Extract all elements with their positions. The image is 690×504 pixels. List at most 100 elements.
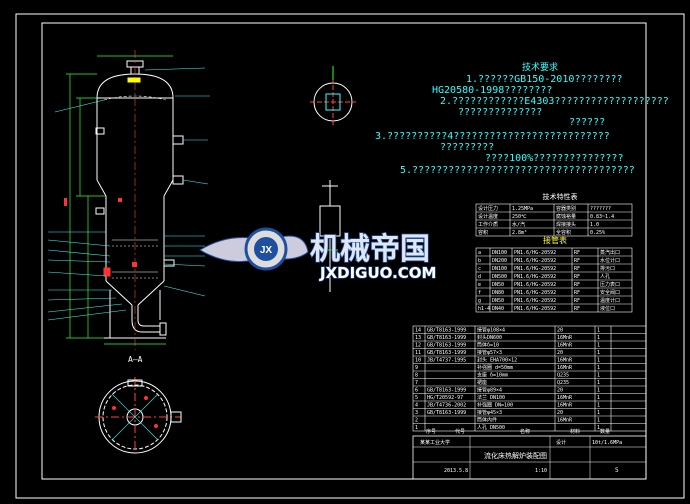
vessel-internals bbox=[103, 50, 167, 350]
parts-list-cell: 接管φ108×4 bbox=[477, 327, 505, 334]
parts-header-material: 材料 bbox=[570, 428, 580, 435]
nozzle-table-cell: b bbox=[478, 258, 481, 264]
notes-title: 技术要求 bbox=[522, 61, 558, 73]
parts-list-cell: 20 bbox=[557, 410, 563, 416]
nozzle-table-cell: 安全阀口 bbox=[600, 289, 620, 296]
nozzle-table-cell: e bbox=[478, 282, 481, 288]
parts-list-cell: 16MnR bbox=[557, 395, 573, 401]
parts-list-cell: 20 bbox=[557, 388, 563, 394]
nozzle-table-cell: RF bbox=[574, 266, 580, 272]
nozzle-table-cell: PN1.6/HG-20592 bbox=[514, 290, 556, 296]
notes-line: 5.????????????????????????????????????? bbox=[400, 165, 635, 176]
parts-list-cell: GB/T8163-1999 bbox=[427, 350, 466, 356]
parts-header-qty: 数量 bbox=[600, 428, 610, 435]
notes-line: HG20580-1998???????? bbox=[432, 85, 552, 96]
weld-markers bbox=[64, 198, 137, 267]
parts-list-cell: 16MnR bbox=[557, 365, 573, 371]
tech-table-cell: 0.83~1.4 bbox=[590, 214, 614, 220]
parts-list-cell: 16MnR bbox=[557, 343, 573, 349]
nozzle-table-cell: c bbox=[478, 266, 481, 272]
nozzle-table-title: 接管表 bbox=[543, 235, 567, 245]
parts-list-cell: 14 bbox=[415, 328, 421, 334]
tech-table-cell: 0.25% bbox=[590, 230, 605, 236]
title-block-drawing-title: 流化床热解炉装配图 bbox=[484, 451, 547, 460]
parts-list-cell: 1 bbox=[597, 418, 600, 424]
nozzle-table-cell: RF bbox=[574, 290, 580, 296]
inner-frame bbox=[41, 22, 647, 480]
parts-list-cell: 人孔 DN500 bbox=[477, 424, 505, 431]
dimension-lines-left bbox=[66, 55, 173, 345]
parts-list-cell: 筒体内件 bbox=[477, 417, 497, 424]
parts-list-cell: 接管φ57×3 bbox=[477, 349, 502, 356]
title-block-school: 某某工业大学 bbox=[420, 439, 450, 446]
notes-line: ????100%??????????????? bbox=[485, 153, 623, 164]
nozzle-table-cell: f bbox=[478, 290, 481, 296]
title-block-drawing-no: 设计 bbox=[556, 439, 566, 446]
parts-list-cell: Q235 bbox=[557, 380, 569, 386]
parts-list-cell: GB/T8163-1999 bbox=[427, 388, 466, 394]
nozzle-table-cell: DN40 bbox=[492, 306, 504, 312]
parts-list-cell: 8 bbox=[415, 373, 418, 379]
nozzle-table-cell: DN50 bbox=[492, 282, 504, 288]
nozzle-table-cell: 蒸汽出口 bbox=[600, 249, 620, 256]
tech-table-cell: 250℃ bbox=[512, 214, 527, 220]
nozzle-table-cell: PN1.6/HG-20592 bbox=[514, 298, 556, 304]
title-block-date: 2013.5.8 bbox=[444, 468, 468, 474]
tech-table-cell: 容器类别 bbox=[556, 205, 576, 212]
parts-list-cell: 16MnR bbox=[557, 358, 573, 364]
parts-list-cell: 1 bbox=[597, 403, 600, 409]
tech-table-cell: 1.0 bbox=[590, 222, 599, 228]
nozzle-table-cell: a bbox=[478, 250, 481, 256]
nozzle-table-cell: RF bbox=[574, 258, 580, 264]
detail-section bbox=[319, 180, 341, 292]
side-nozzles bbox=[95, 77, 184, 277]
parts-list-cell: 补强圈 d=50mm bbox=[477, 364, 513, 371]
parts-list-cell: 20 bbox=[557, 328, 563, 334]
nozzle-table-cell: DN100 bbox=[492, 250, 507, 256]
plan-view-circle bbox=[95, 377, 182, 457]
nozzle-table-cell: 排污口 bbox=[600, 265, 615, 272]
nozzle-table-cell: d bbox=[478, 274, 481, 280]
nozzle-table-cell: 液位口 bbox=[600, 305, 615, 312]
parts-list-cell: 1 bbox=[597, 328, 600, 334]
tech-table-cell: ??????? bbox=[590, 206, 611, 212]
parts-list-cell: 1 bbox=[597, 343, 600, 349]
leader-lines-left bbox=[47, 99, 127, 321]
parts-list-cell: 12 bbox=[415, 343, 421, 349]
tech-table-cell: 水/汽 bbox=[512, 221, 525, 228]
parts-list-cell: 4 bbox=[415, 403, 418, 409]
parts-list-cell: 5 bbox=[415, 395, 418, 401]
nozzle-table-cell: 压力表口 bbox=[600, 281, 620, 288]
parts-list-cell: GB/T8163-1999 bbox=[427, 343, 466, 349]
nozzle-table-cell: DN200 bbox=[492, 258, 507, 264]
parts-list-cell: Q235 bbox=[557, 373, 569, 379]
parts-list-cell: 1 bbox=[597, 388, 600, 394]
notes-line: ?????? bbox=[569, 117, 605, 128]
parts-list-cell: 裙座 bbox=[477, 379, 487, 386]
watermark-brand-cn: 机械帝国 bbox=[310, 232, 430, 267]
notes-line: ????????? bbox=[440, 142, 494, 153]
nozzle-table-cell: RF bbox=[574, 306, 580, 312]
parts-list-cell: 16MnR bbox=[557, 403, 573, 409]
parts-list-cell: 16MnR bbox=[557, 418, 573, 424]
parts-list-cell: 1 bbox=[415, 425, 418, 431]
parts-header-code: 代号 bbox=[455, 428, 465, 435]
parts-list-cell: 1 bbox=[597, 358, 600, 364]
title-block: 某某工业大学 流化床热解炉装配图 2013.5.8 1:10 5 10t/1.6… bbox=[412, 435, 647, 480]
parts-list-cell: 补强圈 DN=100 bbox=[477, 402, 513, 409]
nozzle-table-cell: PN1.6/HG-20592 bbox=[514, 266, 556, 272]
nozzle-table-cell: RF bbox=[574, 298, 580, 304]
title-block-scale: 1:10 bbox=[535, 468, 547, 474]
parts-list-cell: 11 bbox=[415, 350, 421, 356]
parts-list-cell: JB/T4736-2002 bbox=[427, 403, 466, 409]
parts-list-cell: HG/T20592-97 bbox=[427, 395, 463, 401]
nozzle-table-cell: DN500 bbox=[492, 274, 507, 280]
tech-table-cell: 焊接接头 bbox=[556, 221, 576, 228]
parts-list-cell: 封头DN600 bbox=[477, 334, 502, 341]
parts-header-name: 名称 bbox=[520, 428, 530, 435]
detail-circle bbox=[310, 66, 356, 126]
